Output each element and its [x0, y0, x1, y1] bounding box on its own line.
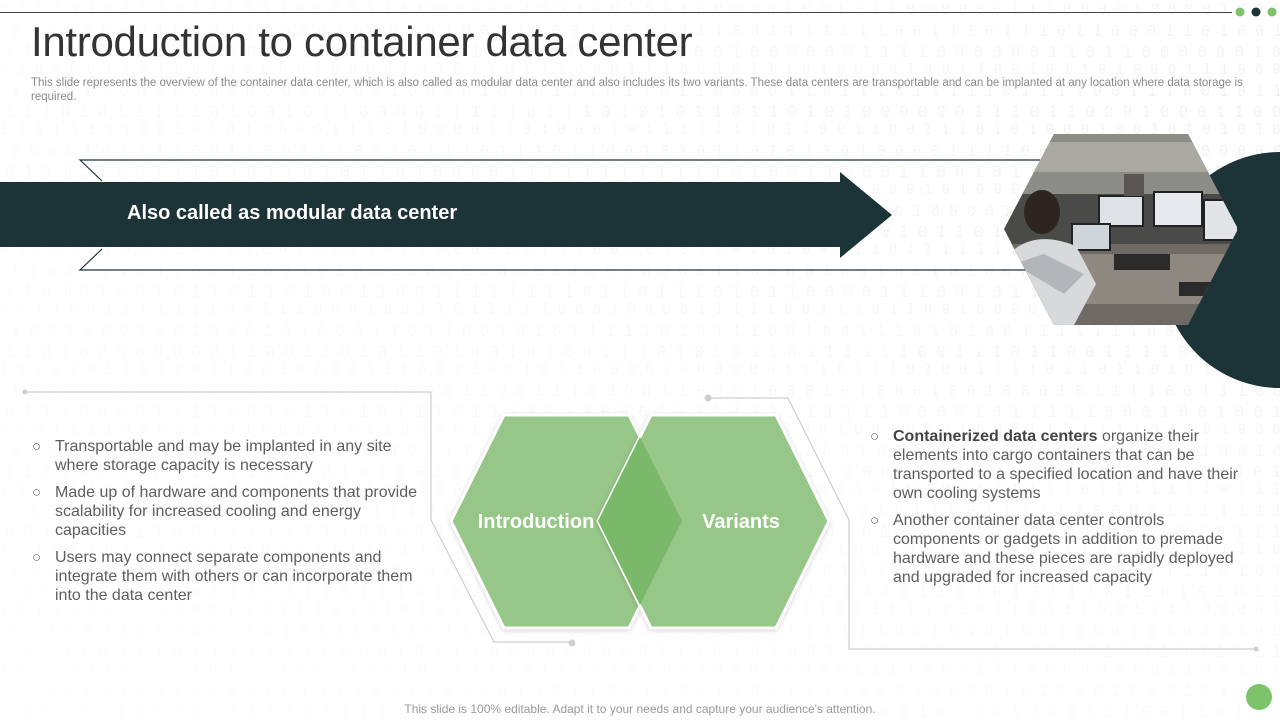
bullet-circle-icon: ○	[870, 428, 880, 445]
binary-row: 0000000100100001010110111001010011011101…	[0, 682, 1280, 700]
introduction-label: Introduction	[477, 511, 595, 533]
left-bullet-list: ○Transportable and may be implanted in a…	[32, 437, 422, 613]
corner-green-dot	[1246, 684, 1272, 710]
list-item: ○Transportable and may be implanted in a…	[32, 438, 392, 474]
office-workers-photo-icon	[1004, 134, 1238, 325]
list-item: ○Another container data center controls …	[870, 512, 1234, 586]
list-item: ○Users may connect separate components a…	[32, 549, 413, 604]
binary-row: 0100010110011000101000110010011001001001…	[0, 2, 1280, 18]
banner-arrow	[0, 172, 892, 258]
hexagon-graphic	[449, 413, 831, 630]
binary-row: 1111010111110100101100001111101110101011…	[0, 102, 1280, 121]
bullet-circle-icon: ○	[32, 438, 42, 455]
list-item: ○Containerized data centers organize the…	[870, 428, 1239, 502]
corner-dots-decoration	[1235, 7, 1277, 17]
connector-lines	[22, 389, 1259, 652]
hexagon-overlap	[598, 437, 682, 605]
top-rule-line	[0, 12, 1232, 13]
footer-note: This slide is 100% editable. Adapt it to…	[404, 702, 876, 716]
bullet-circle-icon: ○	[32, 484, 42, 501]
page-subtitle: This slide represents the overview of th…	[31, 77, 1243, 103]
variants-label: Variants	[702, 511, 780, 533]
binary-row: 1010011001110111100100010111110111010100…	[0, 662, 1280, 678]
variants-hexagon	[596, 413, 831, 630]
right-bullet-list: ○Containerized data centers organize the…	[870, 427, 1250, 595]
list-item: ○Made up of hardware and components that…	[32, 484, 418, 539]
page-title: Introduction to container data center	[31, 18, 693, 65]
bullet-circle-icon: ○	[870, 512, 880, 529]
bullet-circle-icon: ○	[32, 549, 42, 566]
banner-label: Also called as modular data center	[127, 202, 458, 224]
